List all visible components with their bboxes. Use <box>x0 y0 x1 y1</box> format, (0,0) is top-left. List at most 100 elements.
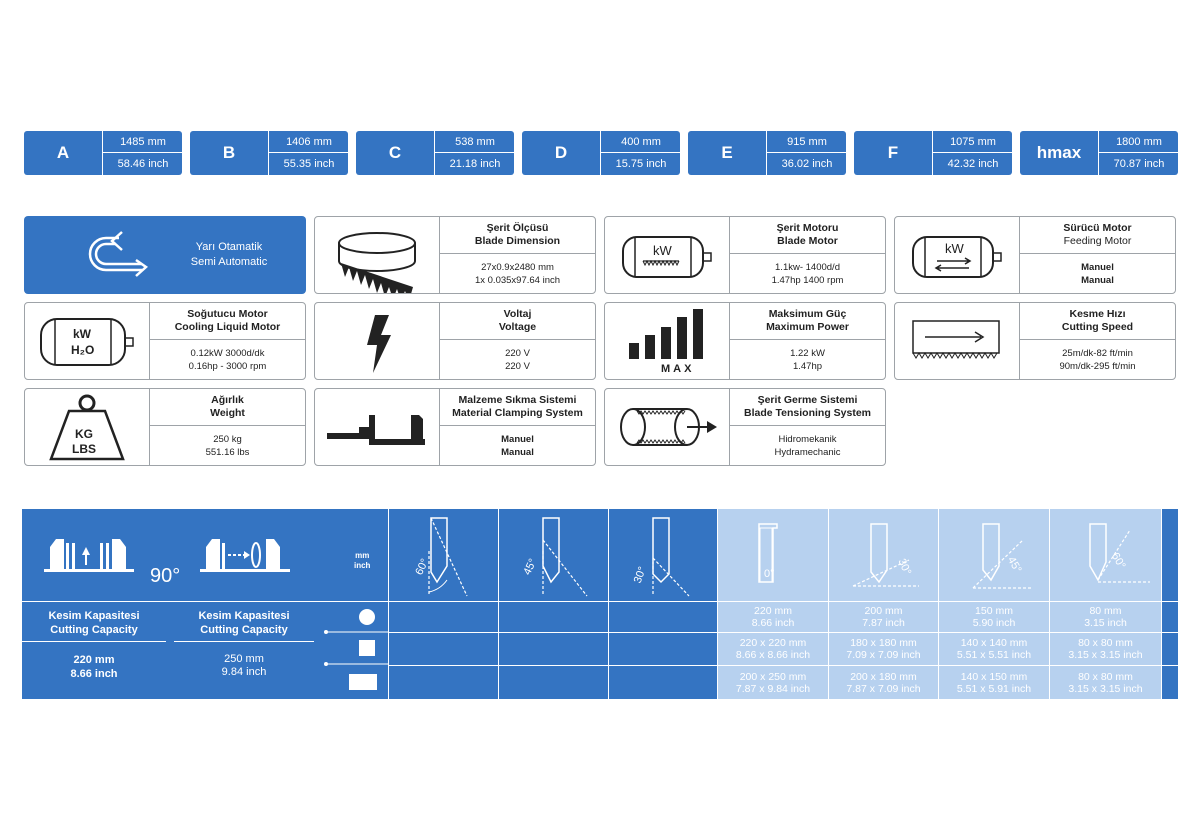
card-value-1: Manuel <box>1081 261 1114 273</box>
card-value-2: 220 V <box>505 360 530 372</box>
card-title-en: Blade Dimension <box>474 235 561 247</box>
shape-connectors <box>324 630 388 666</box>
capacity-title-tr: Kesim Kapasitesi <box>198 610 290 622</box>
card-value-2: Manual <box>1081 274 1114 286</box>
dimension-mm: 1406 mm <box>269 131 349 153</box>
light-section <box>717 509 1161 699</box>
weight-icon <box>49 394 125 461</box>
motor-kw-label: kW <box>945 241 964 256</box>
vise-front-icon <box>44 539 134 572</box>
blade-angle-30-left-icon <box>652 517 690 597</box>
dimension-inch: 58.46 inch <box>117 158 169 170</box>
square-bar-icon <box>359 640 375 656</box>
card-value-1: Hidromekanik <box>778 433 837 445</box>
capacity-title-en: Cutting Capacity <box>50 624 138 636</box>
capacity-cell-mm: 140 x 140 mm <box>960 637 1028 649</box>
dimension-box-hmax: hmax 1800 mm 70.87 inch <box>1020 131 1179 175</box>
feed-motor-icon <box>912 236 1002 278</box>
capacity-cell-mm: 200 x 250 mm <box>739 671 807 683</box>
card-title-en: Cutting Speed <box>1061 321 1134 333</box>
card-title-en: Maximum Power <box>766 321 849 333</box>
blade-angle-45-left-icon <box>542 517 588 597</box>
capacity-cell-inch: 7.87 x 7.09 inch <box>846 683 921 695</box>
card-title-tr: Sürücü Motor <box>1063 222 1132 234</box>
motor-icon <box>622 236 712 278</box>
card-value-2: 1.47hp <box>792 360 823 372</box>
card-value-2: Manual <box>501 446 534 458</box>
blade-angle-60-right-icon <box>1089 523 1150 583</box>
dimension-mm: 400 mm <box>601 131 681 153</box>
card-title-en: Weight <box>210 407 245 419</box>
coolant-kw-label: kW <box>73 327 91 341</box>
capacity-cell-inch: 3.15 x 3.15 inch <box>1068 649 1143 661</box>
card-value-2: 1x 0.035x97.64 inch <box>474 274 561 286</box>
capacity-cell-mm: 80 x 80 mm <box>1078 637 1133 649</box>
dimension-letter: E <box>721 143 733 162</box>
unit-mm-label: mm <box>355 551 370 560</box>
card-value-2: 1.47hp 1400 rpm <box>771 274 844 286</box>
card-title-tr: Voltaj <box>503 308 532 320</box>
capacity-cell-inch: 8.66 inch <box>751 617 795 629</box>
card-value-1: 250 kg <box>213 433 242 445</box>
capacity-value-mm: 250 mm <box>224 653 264 665</box>
card-title-en: Cooling Liquid Motor <box>174 321 281 333</box>
dimension-letter: A <box>56 143 70 162</box>
card-value-1: 0.12kW 3000d/dk <box>190 347 265 359</box>
capacity-title-tr: Kesim Kapasitesi <box>48 610 140 622</box>
angle-label: 0° <box>764 568 775 580</box>
cutting-capacity-table: 90° mm inch Kesim Kapasitesi Cutting Cap… <box>22 509 1178 699</box>
unit-inch-label: inch <box>354 561 371 570</box>
capacity-cell-inch: 8.66 x 8.66 inch <box>735 649 811 661</box>
dimension-letter: hmax <box>1036 143 1082 162</box>
dimension-inch: 42.32 inch <box>947 158 999 170</box>
dimension-mm: 1075 mm <box>933 131 1013 153</box>
band-saw-blade-icon <box>338 232 416 293</box>
capacity-cell-mm: 80 mm <box>1089 605 1122 617</box>
card-title-tr: Şerit Motoru <box>776 222 839 234</box>
card-value-2: 551.16 lbs <box>205 446 250 458</box>
capacity-cell-inch: 3.15 x 3.15 inch <box>1068 683 1143 695</box>
dimension-mm: 1800 mm <box>1099 131 1179 153</box>
capacity-cell-mm: 80 x 80 mm <box>1078 671 1133 683</box>
capacity-cell-inch: 3.15 inch <box>1084 617 1127 629</box>
card-title-tr: Soğutucu Motor <box>187 308 268 320</box>
angle-90-label: 90° <box>150 565 181 587</box>
dimension-inch: 70.87 inch <box>1113 158 1165 170</box>
rectangle-bar-icon <box>349 674 377 690</box>
card-value-2: 90m/dk-295 ft/min <box>1059 360 1136 372</box>
card-value-1: 27x0.9x2480 mm <box>481 261 554 273</box>
power-bars-icon <box>629 309 703 359</box>
blade-angle-60-left-icon <box>428 517 468 597</box>
capacity-cell-mm: 180 x 180 mm <box>850 637 917 649</box>
semi-automatic-card: Yarı Otamatik Semi Automatic <box>24 216 306 294</box>
card-title-tr: Şerit Germe Sistemi <box>757 394 858 406</box>
blade-angle-45-right-icon <box>972 523 1031 589</box>
dimension-inch: 55.35 inch <box>283 158 335 170</box>
card-title-en: Blade Tensioning System <box>744 407 871 419</box>
blade-tension-icon <box>620 408 717 446</box>
card-value-1: 1.22 kW <box>790 347 825 359</box>
card-title-tr: Malzeme Sıkma Sistemi <box>458 394 577 406</box>
capacity-cell-inch: 5.51 x 5.91 inch <box>956 683 1032 695</box>
dimension-letter: D <box>554 143 568 162</box>
semi-auto-label-en: Semi Automatic <box>190 256 268 268</box>
vise-icon <box>327 415 425 445</box>
capacity-value-inch: 8.66 inch <box>70 668 118 680</box>
capacity-cell-inch: 5.51 x 5.51 inch <box>956 649 1032 661</box>
capacity-cell-inch: 7.87 inch <box>862 617 905 629</box>
card-value-1: 25m/dk-82 ft/min <box>1062 347 1133 359</box>
capacity-cell-mm: 140 x 150 mm <box>960 671 1028 683</box>
card-title-en: Blade Motor <box>777 235 838 247</box>
card-title-en: Feeding Motor <box>1063 235 1132 247</box>
